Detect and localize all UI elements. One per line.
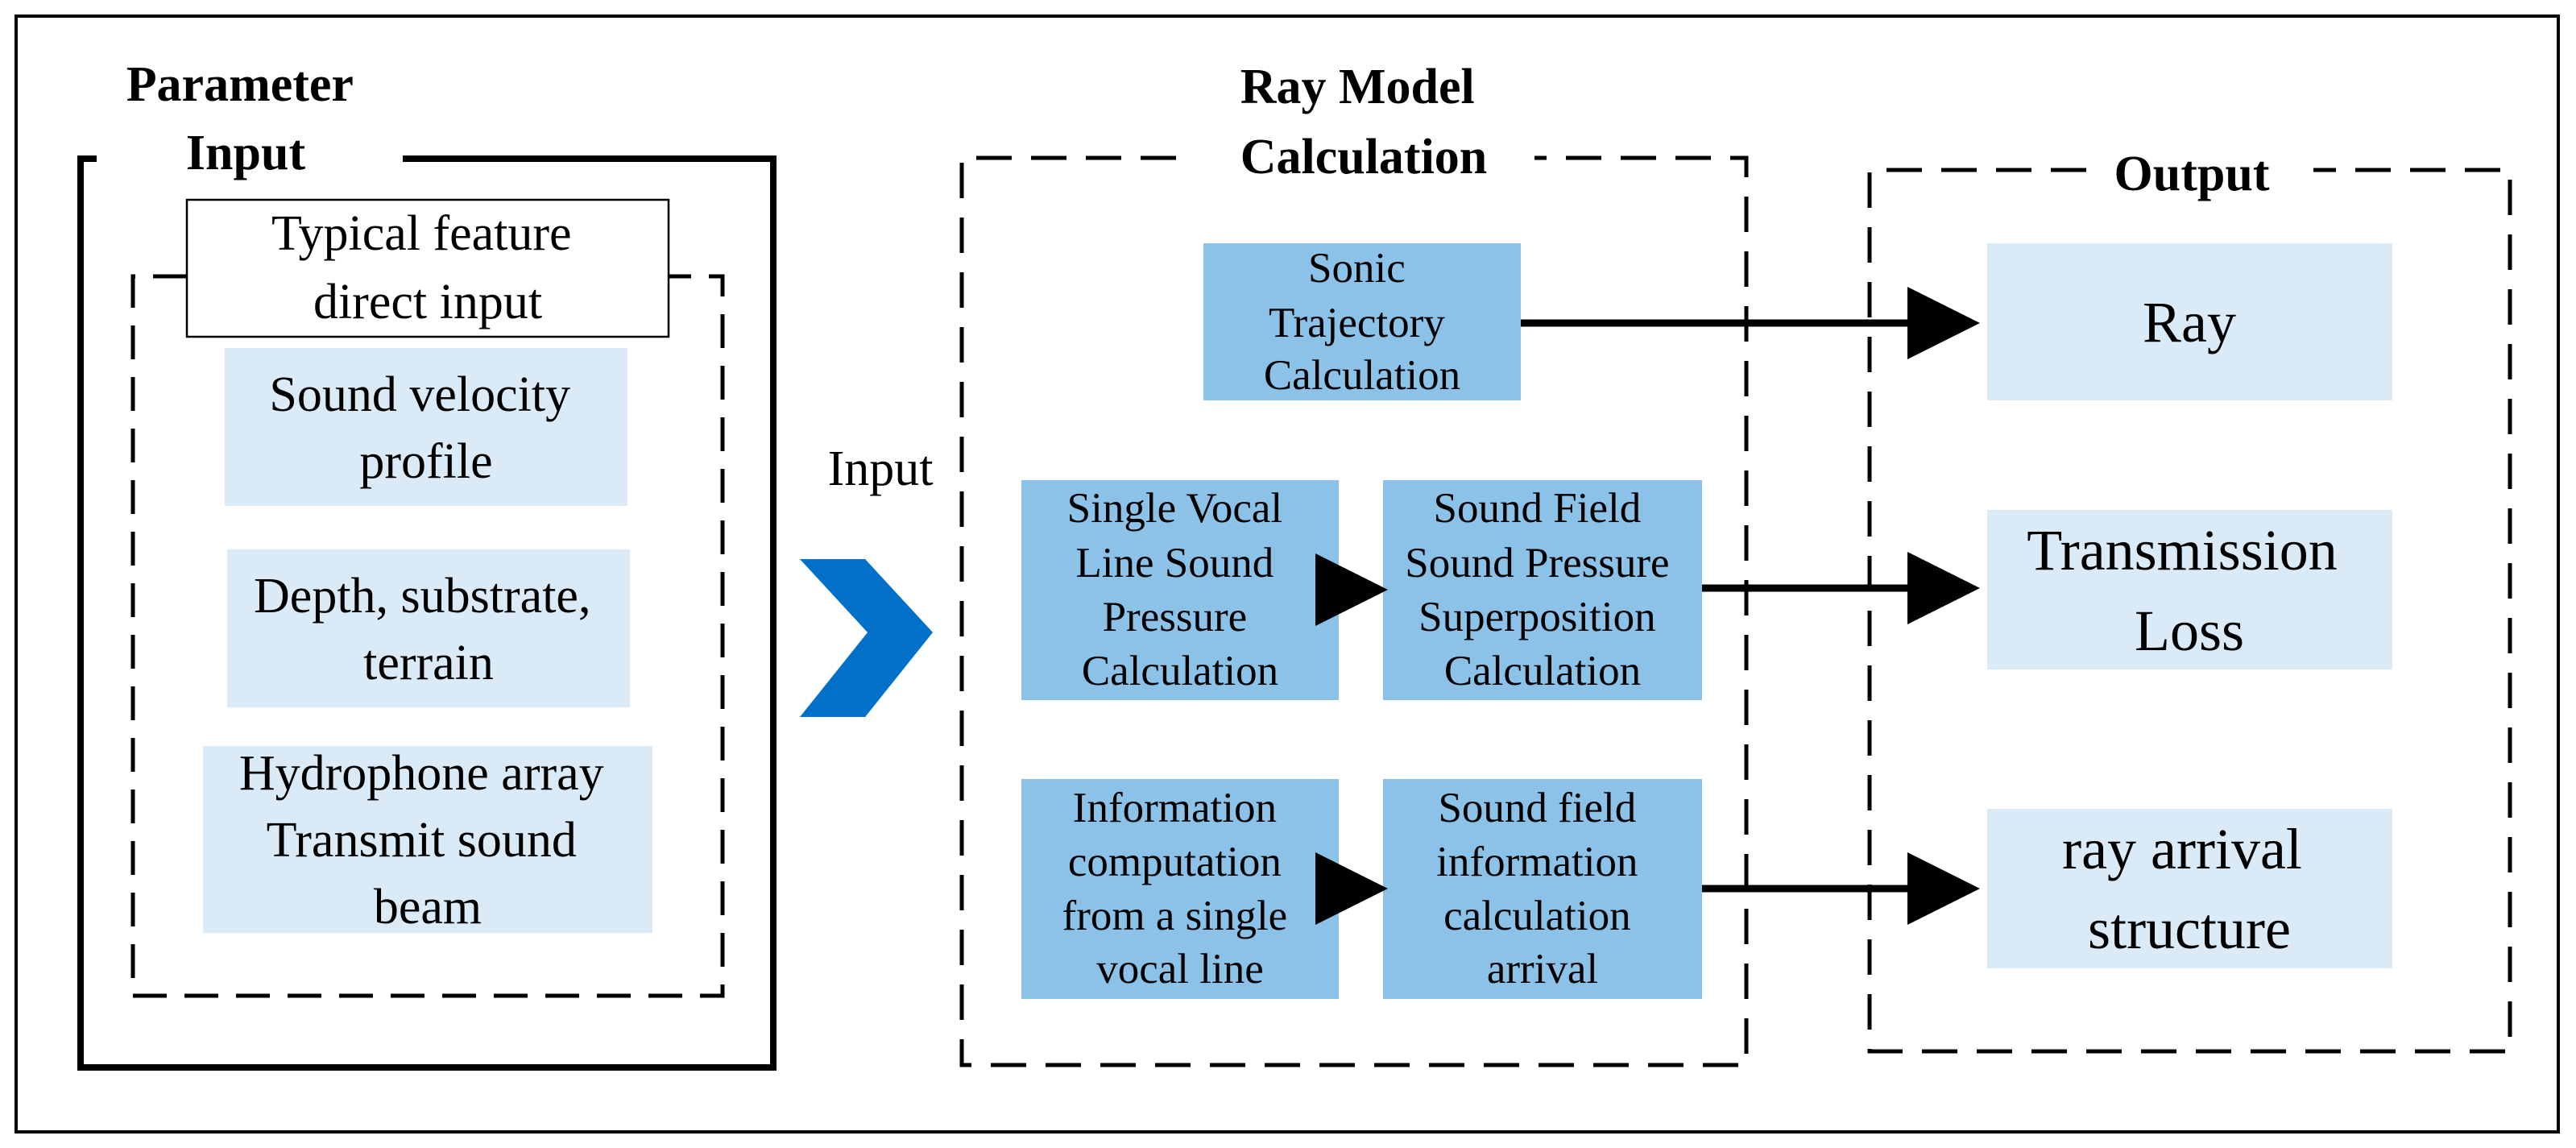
hydrophone-array-label: Hydrophone array Transmit sound beam <box>239 746 616 935</box>
sonic-trajectory-box <box>1203 243 1521 400</box>
ray-arrival-structure-label: ray arrival structure <box>2062 817 2317 961</box>
parameter-input-border <box>77 155 777 1071</box>
typical-feature-label-box <box>185 198 670 338</box>
ray-model-dashed-border <box>959 155 1749 1067</box>
ray-arrival-structure-box <box>1987 809 2392 968</box>
arrival-calculation-label: Sound field information calculation arri… <box>1436 785 1648 993</box>
input-label: Input <box>828 441 934 496</box>
single-vocal-line-label: Single Vocal Line Sound Pressure Calcula… <box>1067 485 1294 694</box>
sonic-trajectory-label: Sonic Trajectory Calculation <box>1264 245 1460 399</box>
typical-feature-label: Typical feature direct input <box>271 206 584 329</box>
information-computation-box <box>1021 779 1339 999</box>
parameter-input-title: Parameter Input <box>126 57 366 180</box>
single-vocal-line-box <box>1021 480 1339 700</box>
information-computation-label: Information computation from a single vo… <box>1062 785 1298 993</box>
ray-output-box <box>1987 243 2392 400</box>
depth-substrate-label: Depth, substrate, terrain <box>254 569 603 690</box>
arrival-calculation-box <box>1383 779 1702 999</box>
output-title: Output <box>2114 147 2270 201</box>
outer-frame <box>14 15 2560 1133</box>
hydrophone-array-box <box>203 746 652 933</box>
transmission-loss-label: Transmission Loss <box>2027 518 2351 663</box>
input-chevron-icon <box>800 559 933 717</box>
superposition-label: Sound Field Sound Pressure Superposition… <box>1405 485 1680 694</box>
transmission-loss-box <box>1987 510 2392 669</box>
depth-substrate-box <box>227 549 630 707</box>
superposition-box <box>1383 480 1702 700</box>
sound-velocity-box <box>225 348 627 506</box>
output-dashed-border <box>1867 168 2512 1054</box>
ray-model-title: Ray Model Calculation <box>1240 60 1488 184</box>
ray-output-label: Ray <box>2143 290 2236 354</box>
typical-feature-dashed-border <box>130 274 725 998</box>
sound-velocity-label: Sound velocity profile <box>269 367 582 489</box>
